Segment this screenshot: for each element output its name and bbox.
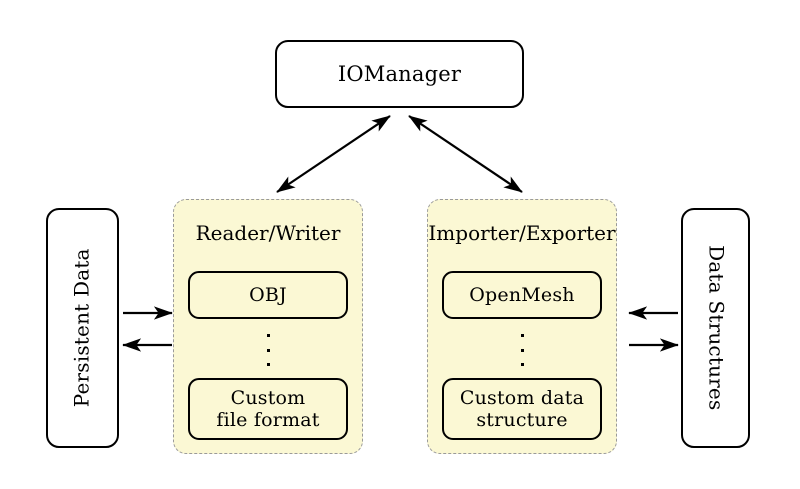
panel-importer-exporter: Importer/Exporter OpenMesh Custom data s… (427, 199, 617, 454)
plugin-custom-data-structure[interactable]: Custom data structure (442, 378, 602, 440)
data-structures-label: Data Structures (704, 245, 729, 411)
node-persistent-data[interactable]: Persistent Data (46, 208, 119, 448)
persistent-data-label: Persistent Data (69, 248, 94, 408)
node-io-manager[interactable]: IOManager (275, 40, 524, 108)
arrow-manager-readerwriter (276, 115, 391, 193)
plugin-custom-file-format-label: Custom file format (216, 386, 320, 431)
plugin-openmesh[interactable]: OpenMesh (442, 271, 602, 319)
vertical-ellipsis-icon (428, 331, 616, 369)
node-data-structures[interactable]: Data Structures (681, 208, 750, 448)
plugin-obj[interactable]: OBJ (188, 271, 348, 319)
plugin-openmesh-label: OpenMesh (469, 283, 575, 306)
plugin-custom-file-format[interactable]: Custom file format (188, 378, 348, 440)
plugin-obj-label: OBJ (249, 283, 287, 306)
vertical-ellipsis-icon (174, 331, 362, 369)
io-manager-label: IOManager (337, 61, 462, 86)
plugin-custom-data-structure-label: Custom data structure (459, 386, 585, 431)
panel-reader-writer-title: Reader/Writer (195, 221, 341, 245)
panel-reader-writer: Reader/Writer OBJ Custom file format (173, 199, 363, 454)
arrow-manager-importerexporter (408, 115, 523, 193)
panel-importer-exporter-title: Importer/Exporter (428, 221, 616, 245)
